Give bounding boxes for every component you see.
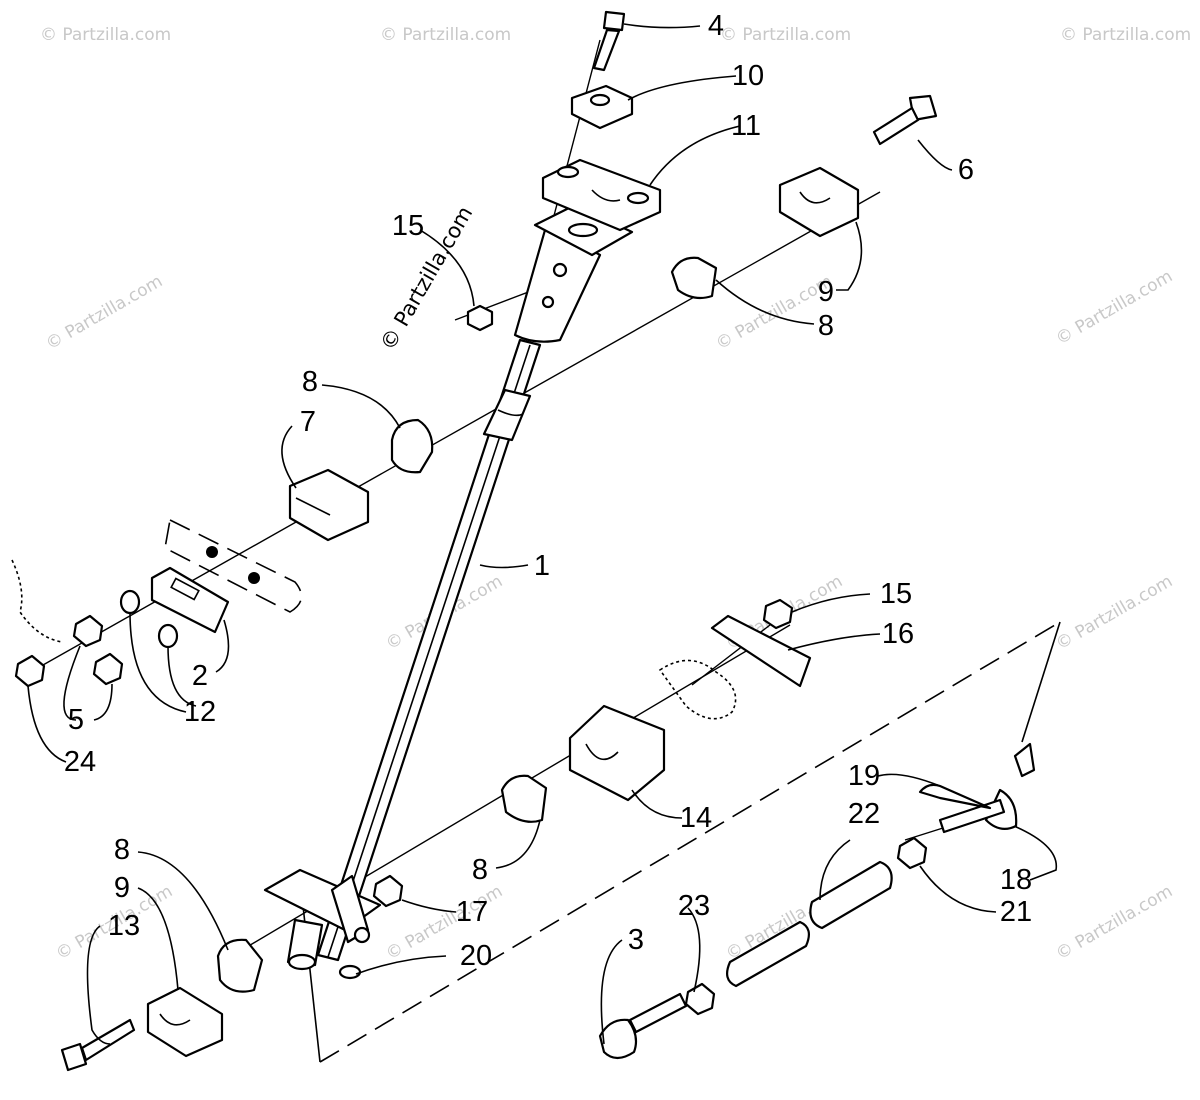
tie-rod-sleeve-22 bbox=[809, 860, 893, 930]
nut-5-lower bbox=[92, 652, 124, 686]
tie-rod-end-3 bbox=[598, 1018, 638, 1060]
callout-9-upper: 9 bbox=[818, 276, 834, 308]
callout-8-upper-right: 8 bbox=[818, 310, 834, 342]
cable-ghost bbox=[11, 559, 63, 643]
steering-shaft bbox=[263, 203, 634, 971]
tie-rod-end-18-stud bbox=[1013, 742, 1036, 778]
callout-8-upper-left: 8 bbox=[302, 366, 318, 398]
tie-rod-parts bbox=[598, 742, 1036, 1060]
callout-15-upper: 15 bbox=[392, 210, 424, 242]
washer-20 bbox=[338, 964, 362, 980]
callout-16: 16 bbox=[882, 618, 914, 650]
lower-parts bbox=[60, 598, 812, 1072]
bushing-8-upper-right bbox=[670, 256, 718, 300]
plate-ghost bbox=[658, 659, 737, 720]
watermark-layer: © Partzilla.com © Partzilla.com © Partzi… bbox=[40, 25, 1191, 964]
callout-17: 17 bbox=[456, 896, 488, 928]
shaft-collar bbox=[482, 388, 532, 442]
watermark-text: © Partzilla.com bbox=[1060, 25, 1191, 45]
nut-15-lower bbox=[762, 598, 794, 630]
callout-2: 2 bbox=[192, 660, 208, 692]
callout-14: 14 bbox=[680, 802, 712, 834]
callout-9-lower: 9 bbox=[114, 872, 130, 904]
watermark-text: © Partzilla.com bbox=[720, 25, 851, 45]
callout-23: 23 bbox=[678, 890, 710, 922]
tie-rod-guide-edge bbox=[1021, 621, 1061, 743]
clamp-cap-10 bbox=[570, 84, 634, 130]
callout-8-lower-middle: 8 bbox=[472, 854, 488, 886]
frame-tube-ghost bbox=[164, 518, 303, 613]
callout-15-lower: 15 bbox=[880, 578, 912, 610]
callout-5: 5 bbox=[68, 704, 84, 736]
callout-10: 10 bbox=[732, 60, 764, 92]
nut-17 bbox=[372, 874, 404, 908]
watermark-text: © Partzilla.com bbox=[380, 25, 511, 45]
bolt-4-head bbox=[602, 10, 626, 32]
callout-11: 11 bbox=[731, 110, 761, 142]
callout-13: 13 bbox=[108, 910, 140, 942]
callout-20: 20 bbox=[460, 940, 492, 972]
nut-15-upper bbox=[466, 304, 494, 332]
tie-rod-end-3-shank bbox=[628, 992, 688, 1034]
clamp-block-7 bbox=[288, 468, 370, 542]
watermark-text: © Partzilla.com bbox=[1053, 571, 1177, 654]
cotter-pin-19 bbox=[918, 783, 992, 810]
tie-rod-guide-line bbox=[319, 621, 1061, 1063]
bushing-8-lower-middle bbox=[500, 774, 548, 823]
callout-6: 6 bbox=[958, 154, 974, 186]
bolt-6-shank bbox=[872, 106, 920, 146]
callout-8-lower-left: 8 bbox=[114, 834, 130, 866]
bolt-13-shank bbox=[80, 1018, 136, 1062]
callout-24: 24 bbox=[64, 746, 96, 778]
watermark-text: © Partzilla.com bbox=[1053, 881, 1177, 964]
callout-3: 3 bbox=[628, 924, 644, 956]
watermark-text: © Partzilla.com bbox=[43, 271, 167, 354]
callout-labels: 4 10 11 6 15 9 8 8 7 1 2 5 12 24 15 16 1… bbox=[64, 10, 1032, 972]
callout-4: 4 bbox=[708, 10, 724, 42]
callout-21: 21 bbox=[1000, 896, 1032, 928]
bolt-13-head bbox=[60, 1042, 88, 1072]
bracket-plate-2 bbox=[150, 566, 230, 634]
callout-19: 19 bbox=[848, 760, 880, 792]
bushing-8-lower-left bbox=[216, 938, 264, 993]
jam-nut-23 bbox=[684, 982, 716, 1016]
jam-nut-21 bbox=[896, 836, 928, 870]
bolt-4-shank bbox=[592, 28, 621, 72]
leader-lines bbox=[27, 23, 1058, 1045]
watermark-text: © Partzilla.com bbox=[1053, 266, 1177, 349]
callout-1: 1 bbox=[534, 550, 550, 582]
plate-16 bbox=[710, 614, 812, 688]
watermark-text-prominent: © Partzilla.com bbox=[376, 202, 478, 354]
bushing-8-upper-left bbox=[390, 418, 434, 474]
washer-12-lower bbox=[157, 623, 179, 649]
washer-12-upper bbox=[119, 589, 141, 615]
watermark-text: © Partzilla.com bbox=[40, 25, 171, 45]
callout-22: 22 bbox=[848, 798, 880, 830]
callout-18: 18 bbox=[1000, 864, 1032, 896]
tie-rod bbox=[725, 920, 811, 988]
nut-5-upper bbox=[72, 614, 104, 648]
callout-12: 12 bbox=[184, 696, 216, 728]
upper-parts bbox=[11, 10, 938, 688]
callout-7: 7 bbox=[300, 406, 316, 438]
nut-24 bbox=[14, 654, 46, 688]
